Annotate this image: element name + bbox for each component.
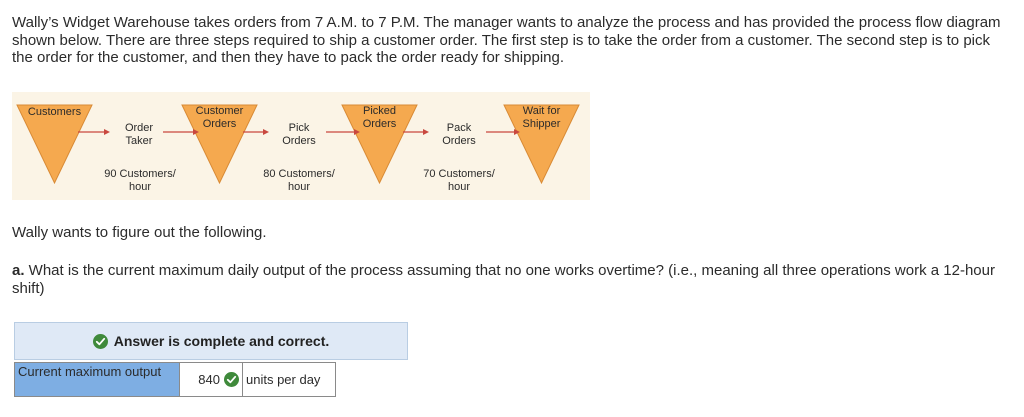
inventory-label-orders: Orders [203,118,237,130]
inventory-customers: Customers [16,104,93,185]
step-pick-orders: Pick Orders 80 Customers/ hour [263,122,335,193]
prompt-text: Wally wants to figure out the following. [12,224,267,241]
step-order-taker: Order Taker 90 Customers/ hour [104,122,176,193]
step-label-pick-orders: Orders [282,135,316,147]
inventory-label-picked-orders: Orders [363,118,397,130]
inventory-customer-orders: Customer Orders [181,104,258,185]
check-circle-icon [224,372,239,387]
step-label-pack-orders: Orders [442,135,476,147]
inventory-wait-for-shipper: Wait for Shipper [503,104,580,185]
step-rate-order-taker: 90 Customers/ [104,168,176,180]
step-pack-orders: Pack Orders 70 Customers/ hour [423,122,495,193]
inventory-picked-orders: Picked Orders [341,104,418,185]
inventory-label-customers: Customers [28,106,82,118]
answer-status-text: Answer is complete and correct. [113,333,330,349]
step-label-taker: Taker [126,135,153,147]
answer-value-cell: 840 [179,362,243,397]
step-rate-pick-orders: 80 Customers/ [263,168,335,180]
answer-unit: units per day [242,362,336,397]
check-circle-icon [92,333,108,349]
step-label-pick: Pick [289,122,310,134]
step-rate-pack-orders: 70 Customers/ [423,168,495,180]
problem-intro: Wally’s Widget Warehouse takes orders fr… [12,14,1001,66]
question-text: What is the current maximum daily output… [12,262,995,297]
answer-status-banner: Answer is complete and correct. [14,322,408,360]
inventory-label-shipper: Shipper [523,118,561,130]
answer-row: Current maximum output 840 units per day [14,362,336,397]
inventory-label-wait-for: Wait for [523,105,561,117]
answer-table: Current maximum output 840 units per day [14,362,336,397]
step-rate-unit: hour [129,181,151,193]
step-label-order: Order [125,122,153,134]
flow-arrows [78,129,520,135]
question-a: a. What is the current maximum daily out… [12,262,1012,297]
process-flow-diagram: Customers Customer Orders Picked Orders … [12,92,590,200]
step-rate-unit: hour [448,181,470,193]
step-rate-unit: hour [288,181,310,193]
step-label-pack: Pack [447,122,472,134]
answer-label: Current maximum output [14,362,180,397]
inventory-label-picked: Picked [363,105,396,117]
question-letter: a. [12,262,25,279]
answer-value[interactable]: 840 [198,372,220,387]
inventory-label-customer: Customer [196,105,244,117]
